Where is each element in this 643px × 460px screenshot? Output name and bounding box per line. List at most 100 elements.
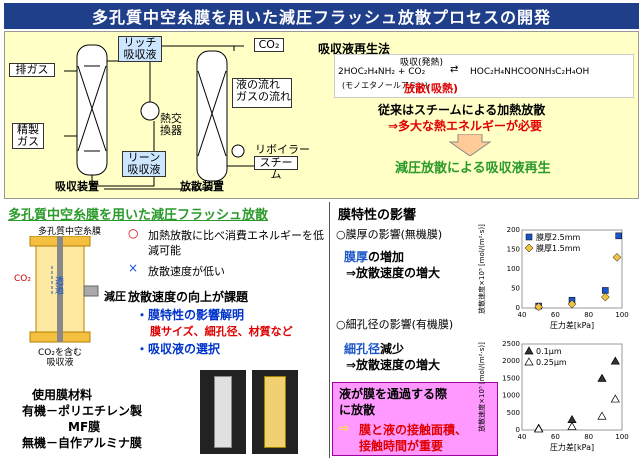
steam-box: スチーム: [254, 156, 298, 181]
absorb-label: 吸収(発熱): [400, 58, 444, 68]
gas-flow-label: ガスの流れ: [236, 90, 291, 103]
note-line-3: 膜と液の接触面積、: [359, 423, 468, 437]
x-tick-label: 40: [518, 311, 527, 319]
vacuum-label: 減圧: [104, 290, 126, 303]
data-point: [615, 232, 622, 240]
page-title: 多孔質中空糸膜を用いた減圧フラッシュ放散プロセスの開発: [4, 3, 639, 29]
materials-title: 使用膜材料: [32, 388, 93, 402]
module-label: 多孔質中空糸膜: [38, 227, 102, 237]
regen-title: 吸収液再生法: [318, 42, 391, 56]
conventional-text: 従来はスチームによる加熱放散: [378, 103, 546, 117]
note-line-2: に放散: [339, 403, 376, 417]
data-point: [600, 292, 610, 302]
legend-marker: [524, 243, 534, 253]
y-tick-label: 0: [516, 304, 520, 312]
pore-conclusion: ⇒放散速度の増大: [346, 358, 441, 372]
legend-label: 0.25μm: [536, 358, 567, 367]
data-point: [597, 411, 607, 420]
rich-solution-box: リッチ 吸収液: [118, 36, 162, 62]
y-axis-label: 放散速度×10⁵ [mol/(m²·s)]: [477, 224, 486, 314]
note-box: 液が膜を通過する際 に放散 ⇨ 膜と液の接触面積、 接触時間が重要: [332, 382, 498, 456]
challenge-text: 放散速度の向上が課題: [128, 290, 249, 304]
permeate-label: 透過: [53, 276, 63, 294]
y-tick-label: 50: [511, 285, 520, 293]
thickness-conclusion: ⇒放散速度の増大: [346, 266, 441, 280]
method-title: 多孔質中空糸膜を用いた減圧フラッシュ放散: [8, 208, 269, 223]
thickness-result: 膜厚の増加: [344, 250, 405, 264]
stripper-column: [196, 50, 228, 182]
legend-marker: [525, 233, 533, 241]
x-tick-label: 60: [551, 311, 560, 319]
data-point: [602, 287, 609, 294]
heat-exchanger: [140, 101, 160, 121]
flow-legend: 液の流れ ガスの流れ: [232, 78, 292, 108]
y-tick-label: 0: [516, 426, 520, 434]
pro-text: 加熱放散に比べ消費エネルギーを低減可能: [148, 229, 324, 257]
mea-label: (モノエタノールアミン): [342, 81, 428, 90]
reboiler: [231, 144, 245, 158]
data-point: [567, 299, 577, 309]
y-tick-label: 100: [507, 265, 520, 273]
pore-effect: ○細孔径の影響(有機膜): [336, 318, 454, 331]
y-tick-label: 1000: [502, 392, 520, 400]
exhaust-gas-box: 排ガス: [9, 63, 55, 77]
legend-label: 0.1μm: [536, 347, 562, 356]
note-line-1: 液が膜を通過する際: [339, 387, 448, 401]
note-line-4: 接触時間が重要: [359, 439, 444, 453]
legend-marker: [524, 346, 534, 355]
data-point: [610, 394, 620, 403]
x-tick-label: 40: [518, 433, 527, 441]
data-point: [534, 424, 544, 433]
purified-gas-box: 精製 ガス: [12, 123, 44, 149]
legend-label: 膜厚2.5mm: [536, 232, 581, 242]
membrane-module: [29, 236, 99, 343]
y-tick-label: 1500: [502, 374, 520, 382]
equation-right: HOC₂H₄NHCOONH₃C₂H₄OH: [470, 67, 590, 77]
stripper-label: 放散装置: [180, 180, 224, 193]
legend-label: 膜厚1.5mm: [536, 243, 581, 253]
data-point: [612, 252, 622, 262]
data-point: [597, 373, 607, 382]
inorganic-text: 無機－自作アルミナ膜: [22, 436, 142, 450]
co2-left-label: CO₂: [14, 274, 31, 284]
hx-label: 熱交 換器: [160, 112, 182, 137]
x-tick-label: 80: [584, 311, 593, 319]
item1-text: ・膜特性の影響解明: [136, 308, 245, 322]
y-tick-label: 2000: [502, 357, 520, 365]
data-point: [610, 356, 620, 365]
legend-marker: [524, 357, 534, 366]
item1-sub-text: 膜サイズ、細孔径、材質など: [150, 325, 293, 338]
y-tick-label: 200: [507, 226, 520, 234]
column-divider: [329, 202, 330, 458]
x-tick-label: 100: [615, 433, 628, 441]
photo-inorganic-module: [252, 370, 298, 454]
x-axis-label: 圧力差[kPa]: [550, 320, 594, 330]
thickness-effect: ○膜厚の影響(無機膜): [336, 228, 443, 241]
down-arrow: [448, 134, 492, 156]
lean-solution-box: リーン 吸収液: [122, 151, 166, 177]
note-arrow: ⇨: [339, 421, 350, 435]
co2-solution-label: CO₂を含む 吸収液: [38, 348, 82, 368]
pore-result: 細孔径減少: [344, 342, 405, 356]
equation-left: 2HOC₂H₄NH₂ + CO₂: [338, 67, 426, 77]
photo-organic-module: [200, 370, 246, 454]
effects-title: 膜特性の影響: [338, 208, 417, 223]
con-text: 放散速度が低い: [148, 265, 225, 278]
x-tick-label: 100: [615, 311, 628, 319]
y-tick-label: 150: [507, 246, 520, 254]
absorber-label: 吸収装置: [55, 180, 99, 193]
thickness-chart: 40 60 80 100 0 50 100 150 200 圧力差[kPa] 放散速度×10⁵ [m…: [477, 224, 629, 330]
x-tick-label: 60: [551, 433, 560, 441]
liquid-flow-label: 液の流れ: [236, 78, 280, 91]
pro-mark: ○: [128, 226, 139, 240]
x-axis-label: 圧力差[kPa]: [550, 442, 594, 452]
equilibrium-arrow: ⇄: [450, 64, 459, 75]
data-point: [567, 421, 577, 430]
y-tick-label: 2500: [502, 340, 520, 348]
data-point: [534, 302, 544, 312]
con-mark: ×: [128, 261, 139, 275]
y-axis-label: 放散速度×10⁵ [mol/(m²·s)]: [477, 342, 486, 432]
mf-text: MF膜: [68, 420, 101, 434]
reaction-box: [334, 54, 634, 98]
